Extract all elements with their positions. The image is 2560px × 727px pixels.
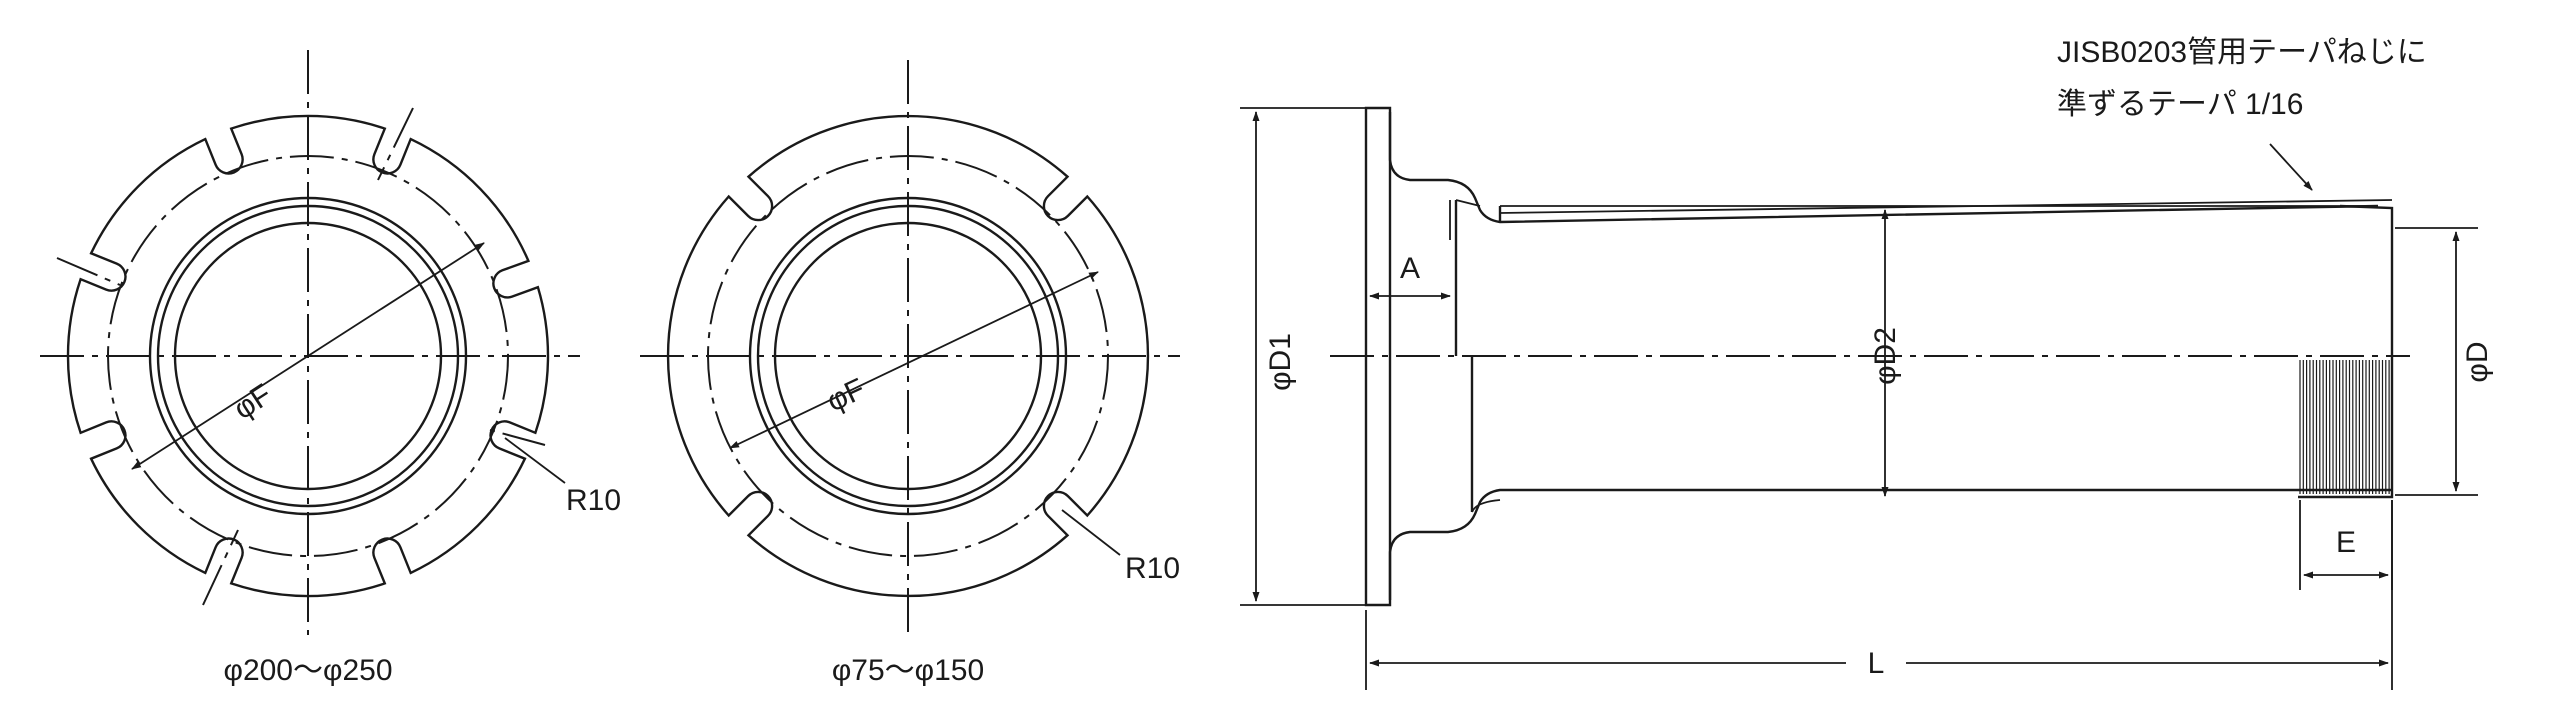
- thread-note-line2: 準ずるテーパ 1/16: [2057, 88, 2303, 121]
- flange-plate-side: [1364, 106, 1392, 607]
- hub-outline-bottom: [1388, 488, 2393, 600]
- notch-centerline-large-1: [56, 257, 121, 286]
- bolt-circle-dimension-large: [131, 242, 485, 470]
- thread-note-line1: JISB0203管用テーパねじに: [2057, 36, 2427, 69]
- l-label: L: [1868, 647, 1885, 680]
- notch-centerline-large-3: [489, 429, 546, 446]
- pipe-side-view: φD1 A φD2 φD E L JISB0203管用テーパねじに 準ずるテーパ…: [1240, 36, 2494, 690]
- d1-label: φD1: [1264, 333, 1297, 391]
- taper-line: [1499, 199, 2393, 214]
- bolt-circle-label-large: φF: [228, 378, 278, 426]
- flange-outer-edge-small: [666, 114, 1150, 598]
- notch-radius-leader-small: [1061, 509, 1121, 556]
- notch-radius-label-large: R10: [566, 484, 621, 517]
- flange-small-caption: φ75～φ150: [832, 654, 984, 687]
- notch-radius-leader-large: [504, 437, 566, 484]
- thread-hatching: [2299, 360, 2390, 494]
- bolt-circle-dimension-small: [729, 271, 1099, 449]
- flange-outer-edge-large: [66, 114, 550, 598]
- e-label: E: [2336, 526, 2356, 559]
- hub-transition-top: [1455, 199, 1481, 207]
- d-label: φD: [2461, 341, 2494, 382]
- thread-note-leader: [2269, 143, 2313, 191]
- pipe-end-outline: [2298, 204, 2394, 499]
- flange-outline-small: [666, 114, 1150, 598]
- flange-outline-large: [66, 114, 550, 598]
- bore-fillet: [1471, 499, 1501, 513]
- d2-label: φD2: [1869, 327, 1902, 385]
- flange-front-view-small: φF R10 φ75～φ150: [640, 60, 1180, 687]
- notch-radius-label-small: R10: [1125, 552, 1180, 585]
- bolt-circle-label-small: φF: [822, 372, 870, 418]
- hub-outline-top: [1388, 112, 2379, 224]
- flange-front-view-large: φF R10 φ200～φ250: [40, 50, 621, 687]
- flange-large-caption: φ200～φ250: [223, 654, 392, 687]
- notch-centerline-large-4: [202, 529, 239, 606]
- notch-centerline-large-2: [377, 107, 414, 181]
- a-label: A: [1400, 252, 1420, 285]
